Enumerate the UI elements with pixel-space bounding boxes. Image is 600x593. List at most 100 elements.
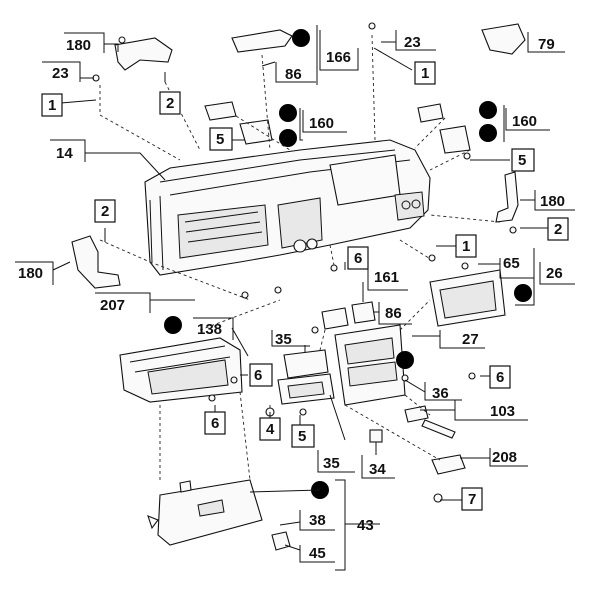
callout-number: 45 <box>309 545 326 562</box>
label-6-c: 6 <box>489 365 511 389</box>
label-5-a: 5 <box>209 127 233 151</box>
label-1-b: 1 <box>414 61 436 85</box>
callout-number: 180 <box>18 265 43 282</box>
callout-number: 38 <box>309 512 326 529</box>
callout-number: 207 <box>100 297 125 314</box>
label-103: 103 <box>454 400 528 421</box>
callout-number: 180 <box>540 193 565 210</box>
callout-number: 166 <box>326 49 351 66</box>
callout-number: 208 <box>492 449 517 466</box>
callout-number: 65 <box>503 255 520 272</box>
part-160-left <box>204 101 273 145</box>
callout-number: 79 <box>538 36 555 53</box>
callout-number: 35 <box>275 331 292 348</box>
label-2-c: 2 <box>547 217 569 241</box>
label-23-a: 23 <box>42 61 81 82</box>
callout-number: 5 <box>298 428 306 445</box>
callout-number: 23 <box>52 65 69 82</box>
label-leaders <box>52 25 548 571</box>
callout-number: 103 <box>490 403 515 420</box>
callout-number: 36 <box>432 385 449 402</box>
callout-labels: 180 23 1 2 166 86 23 1 79 160 5 14 160 5… <box>15 30 575 563</box>
bracket-180-top <box>114 36 173 82</box>
assembly-lines <box>99 34 501 481</box>
label-79: 79 <box>527 32 565 53</box>
callout-number: 2 <box>166 95 174 112</box>
label-180-a: 180 <box>64 32 105 54</box>
label-2-b: 2 <box>94 199 116 223</box>
label-6-d: 6 <box>204 411 226 435</box>
glove-door-43 <box>147 479 291 551</box>
label-14: 14 <box>50 139 86 162</box>
label-166: 166 <box>319 30 359 71</box>
part-160-right <box>417 103 471 154</box>
callout-number: 86 <box>385 305 402 322</box>
label-5-b: 5 <box>511 148 535 172</box>
dashboard-panel <box>144 139 431 276</box>
glove-box-138 <box>119 337 243 403</box>
label-160-b: 160 <box>505 108 550 131</box>
label-2-a: 2 <box>159 91 181 115</box>
part-79 <box>481 23 526 55</box>
label-86-b: 86 <box>378 302 412 325</box>
callout-number: 1 <box>421 65 429 82</box>
label-7: 7 <box>461 487 483 511</box>
bin-35 <box>277 349 335 405</box>
label-207: 207 <box>95 292 151 314</box>
center-panel-27 <box>334 324 406 406</box>
label-35-b: 35 <box>317 450 355 473</box>
label-208: 208 <box>489 448 528 467</box>
callout-number: 14 <box>56 145 73 162</box>
label-161: 161 <box>367 266 408 291</box>
callout-number: 4 <box>266 421 275 438</box>
label-1-a: 1 <box>41 93 63 117</box>
part-166 <box>231 29 293 67</box>
bracket-180-left <box>71 235 121 289</box>
callout-number: 26 <box>546 265 563 282</box>
callout-number: 7 <box>468 491 476 508</box>
callout-number: 43 <box>357 517 374 534</box>
label-43: 43 <box>345 517 380 534</box>
callout-number: 2 <box>101 203 109 220</box>
callout-number: 35 <box>323 455 340 472</box>
label-27: 27 <box>439 330 485 349</box>
label-35-a: 35 <box>271 330 310 348</box>
callout-number: 5 <box>216 131 224 148</box>
label-45: 45 <box>299 545 335 563</box>
label-4: 4 <box>259 417 281 441</box>
part-34 <box>369 429 383 443</box>
callout-number: 34 <box>369 461 386 478</box>
part-208 <box>431 454 466 475</box>
label-180-c: 180 <box>15 261 54 285</box>
callout-number: 160 <box>512 113 537 130</box>
callout-number: 1 <box>48 97 56 114</box>
label-1-c: 1 <box>455 234 477 258</box>
label-26: 26 <box>539 262 575 285</box>
label-5-c: 5 <box>291 424 315 448</box>
callout-number: 6 <box>211 415 219 432</box>
label-65: 65 <box>499 255 534 279</box>
label-6-b: 6 <box>249 363 273 387</box>
label-36: 36 <box>424 382 462 402</box>
callout-number: 86 <box>285 66 302 83</box>
callout-number: 6 <box>354 250 362 267</box>
label-160-a: 160 <box>302 110 347 133</box>
callout-number: 138 <box>197 321 222 338</box>
bezel-26 <box>429 269 506 327</box>
label-86-a: 86 <box>275 62 316 83</box>
callout-number: 2 <box>554 221 562 238</box>
part-161 <box>321 301 376 330</box>
black-dot-markers <box>164 29 532 499</box>
bracket-180-right <box>495 171 519 223</box>
callout-number: 23 <box>404 34 421 51</box>
part-103 <box>404 405 456 439</box>
callout-number: 6 <box>254 367 262 384</box>
callout-number: 5 <box>518 152 526 169</box>
label-180-b: 180 <box>534 190 575 211</box>
label-38: 38 <box>299 510 335 531</box>
label-6-a: 6 <box>347 246 369 270</box>
callout-number: 180 <box>66 37 91 54</box>
label-23-b: 23 <box>395 30 436 51</box>
